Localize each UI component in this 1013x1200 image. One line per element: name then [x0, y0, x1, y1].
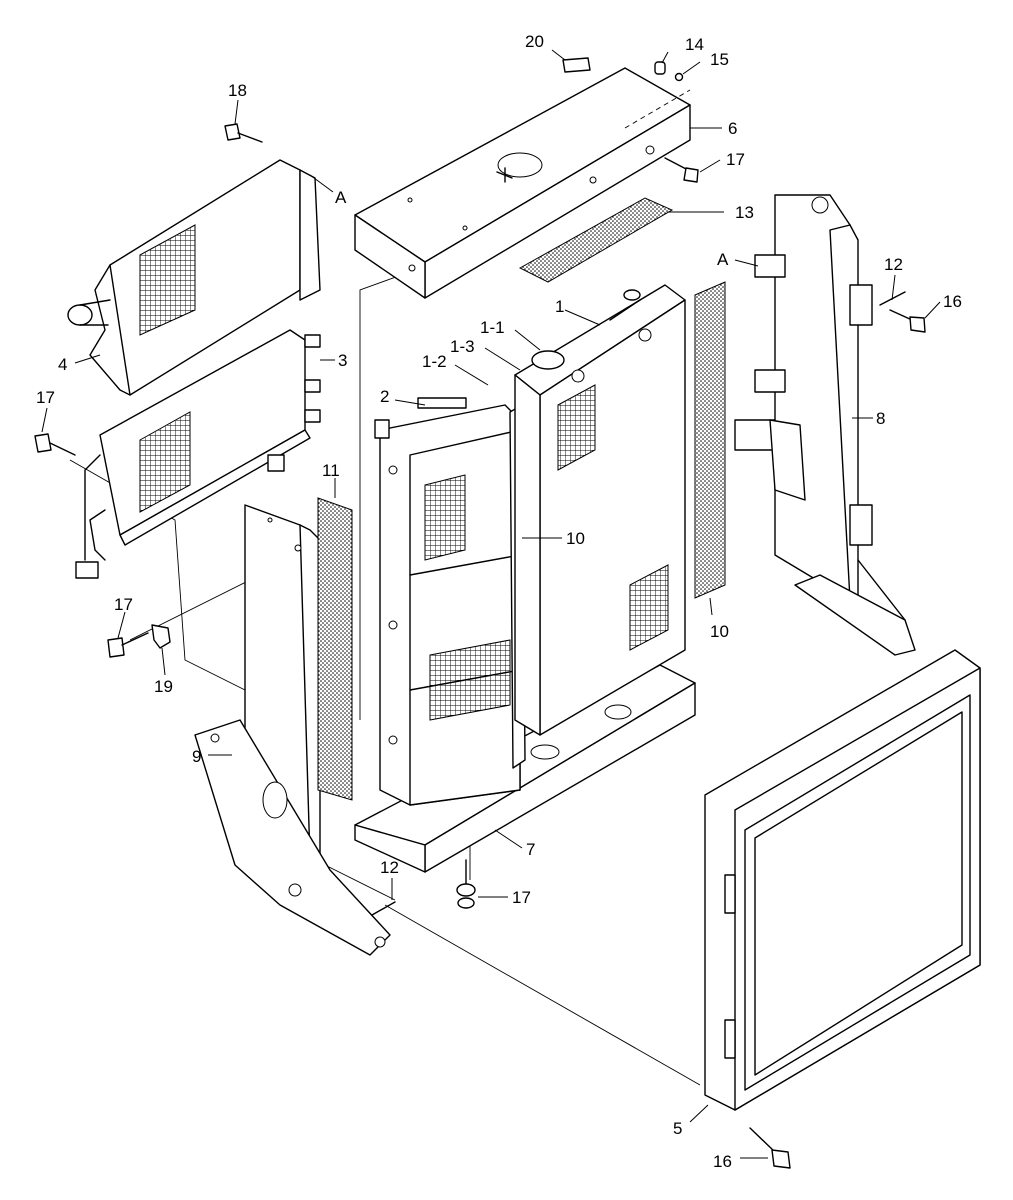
- callout-3: 3: [338, 351, 347, 370]
- callout-A-right: A: [717, 250, 729, 269]
- bolt-17-left: [34, 433, 76, 456]
- callout-12-top: 12: [884, 255, 903, 274]
- part-9-left-bracket: [194, 504, 391, 956]
- part-8-right-bracket: [734, 194, 916, 656]
- part-4-intercooler: [67, 159, 321, 396]
- callout-19: 19: [154, 677, 173, 696]
- callout-1-3: 1-3: [450, 337, 475, 356]
- part-11-seal-strip: [317, 497, 353, 801]
- callout-17-bottom: 17: [512, 888, 531, 907]
- callout-2: 2: [380, 387, 389, 406]
- callout-1-2: 1-2: [422, 352, 447, 371]
- part-10-strip-right: [694, 281, 726, 599]
- callout-14: 14: [685, 35, 704, 54]
- callout-11: 11: [322, 461, 340, 480]
- part-2-condenser: [374, 397, 521, 806]
- part-6-upper-shroud: [354, 67, 691, 299]
- part-13-seal-strip: [518, 197, 674, 283]
- callout-1-1: 1-1: [480, 318, 505, 337]
- bolt-18: [224, 123, 263, 143]
- callout-1: 1: [555, 297, 564, 316]
- callout-13: 13: [735, 203, 754, 222]
- part-19-clip: [151, 624, 171, 649]
- callout-18: 18: [228, 81, 247, 100]
- callout-A-left: A: [335, 188, 347, 207]
- callout-12-bottom: 12: [380, 858, 399, 877]
- part-3-oil-cooler: [75, 329, 321, 579]
- bolt-16-right: [889, 309, 926, 333]
- callout-6: 6: [728, 119, 737, 138]
- part-14-15-fittings: [654, 61, 684, 82]
- bolt-16-bottom: [749, 1127, 791, 1169]
- callout-5: 5: [673, 1119, 682, 1138]
- part-12-pin-bottom: [371, 901, 396, 916]
- callout-10-right: 10: [710, 622, 729, 641]
- bolt-17-top: [664, 157, 699, 183]
- callout-17-top: 17: [726, 150, 745, 169]
- callout-10-center: 10: [566, 529, 585, 548]
- bolts: [34, 123, 926, 1169]
- bolt-17-bottom: [456, 859, 476, 909]
- callout-4: 4: [58, 355, 67, 374]
- bolt-17-mid: [107, 632, 149, 658]
- callout-17-mid: 17: [114, 595, 133, 614]
- callout-7: 7: [526, 840, 535, 859]
- callout-20: 20: [525, 32, 544, 51]
- part-1-radiator: [514, 284, 686, 736]
- callout-9: 9: [192, 747, 201, 766]
- callout-16-right: 16: [943, 292, 962, 311]
- callout-leaders: [41, 49, 941, 1159]
- part-5-screen-frame: [704, 649, 981, 1111]
- callout-8: 8: [876, 409, 885, 428]
- callout-labels: 20 14 15 6 17 18 A 13 A 12 16 1 1-1 1-3 …: [36, 32, 962, 1171]
- callout-17-left: 17: [36, 388, 55, 407]
- part-20-plate: [562, 57, 591, 73]
- callout-15: 15: [710, 50, 729, 69]
- callout-16-bottom: 16: [713, 1152, 732, 1171]
